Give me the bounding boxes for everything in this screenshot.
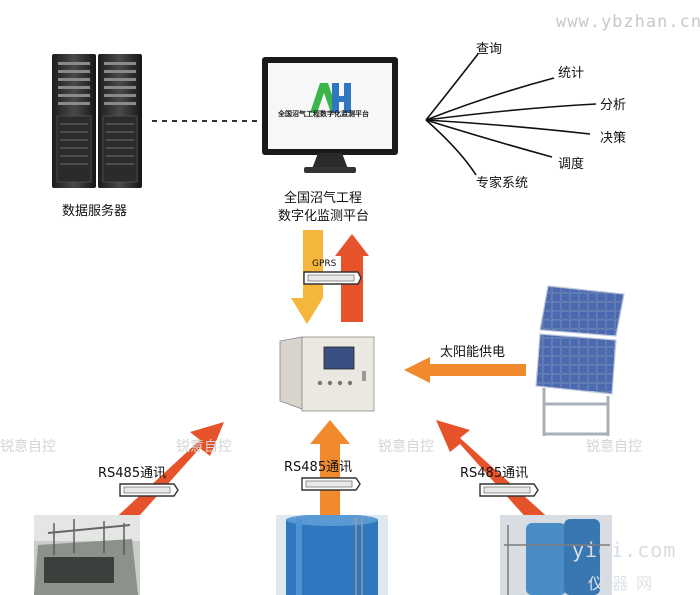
biogas-tank-photo (276, 515, 388, 595)
rs485-left-connector (118, 482, 179, 498)
biogas-pool-photo (34, 515, 140, 595)
brand-watermark-4: 锐意自控 (586, 439, 642, 455)
site-watermark: www.ybzhan.cn (556, 12, 700, 32)
photo-watermark: yiqi.com (572, 538, 677, 562)
rs485-right-label: RS485通讯 (460, 466, 529, 481)
gprs-label: GPRS (312, 259, 337, 269)
function-dispatch: 调度 (558, 157, 585, 172)
monitor-icon (262, 57, 398, 173)
brand-watermark-3: 锐意自控 (378, 439, 434, 455)
brand-watermark-2: 锐意自控 (176, 439, 232, 455)
monitor-caption-line1: 全国沼气工程 (284, 191, 363, 206)
server-rack-icon (52, 54, 142, 188)
gprs-connector (302, 270, 362, 286)
rs485-mid-connector (300, 476, 361, 492)
function-expert-system: 专家系统 (476, 176, 529, 191)
server-link-line (152, 120, 260, 122)
rs485-left-label: RS485通讯 (98, 466, 167, 481)
function-statistics: 统计 (558, 66, 585, 81)
solar-panel (535, 285, 625, 436)
rs485-right-arrow (436, 420, 564, 540)
digester-photo (500, 515, 612, 595)
server-label: 数据服务器 (62, 204, 128, 219)
brand-watermark-1: 锐意自控 (0, 439, 56, 455)
solar-power-arrow (404, 357, 526, 383)
solar-label: 太阳能供电 (440, 345, 506, 360)
monitor: 全国沼气工程数字化监测平台 (260, 55, 400, 177)
function-fan-lines (425, 53, 597, 176)
function-analysis: 分析 (600, 98, 627, 113)
rs485-mid-label: RS485通讯 (284, 460, 353, 475)
monitor-caption-line2: 数字化监测平台 (278, 209, 370, 224)
controller-cabinet (279, 336, 375, 412)
photo-watermark-cn: 仪器网 (588, 574, 661, 593)
function-decision: 决策 (600, 131, 627, 146)
monitor-screen-text: 全国沼气工程数字化监测平台 (278, 110, 369, 118)
rs485-left-arrow (96, 422, 224, 544)
function-query: 查询 (476, 42, 503, 57)
rs485-right-connector (478, 482, 539, 498)
